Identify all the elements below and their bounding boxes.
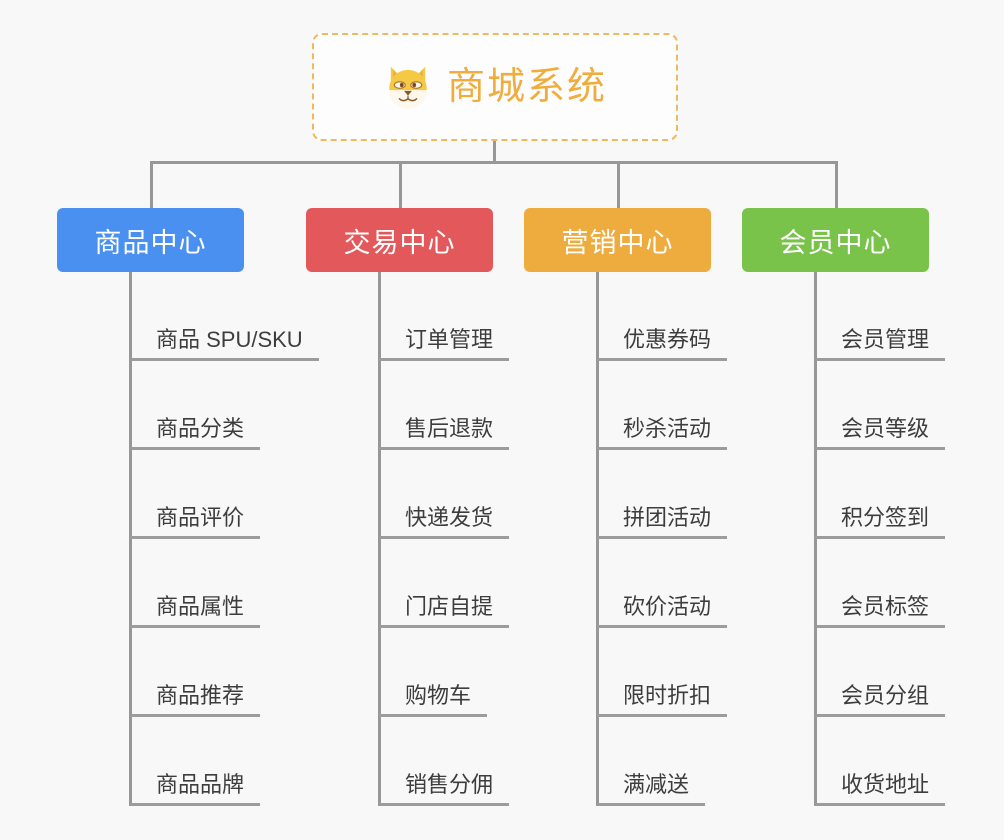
leaf-label: 满减送 (597, 772, 706, 806)
leaf-label: 商品评价 (130, 505, 261, 539)
leaf-label: 会员管理 (815, 327, 946, 361)
leaf-label: 售后退款 (379, 416, 510, 450)
root-node[interactable]: 商城系统 (312, 33, 678, 141)
branch-header-marketing-center[interactable]: 营销中心 (524, 208, 711, 272)
branch-header-member-center[interactable]: 会员中心 (742, 208, 929, 272)
list-item[interactable]: 购物车 (306, 628, 526, 717)
connector-root-vertical (493, 141, 496, 163)
leaf-label: 订单管理 (379, 327, 510, 361)
leaf-list-marketing-center: 优惠券码 秒杀活动 拼团活动 砍价活动 限时折扣 满减送 (524, 272, 744, 806)
leaf-label: 积分签到 (815, 505, 946, 539)
shiba-dog-face-icon (383, 62, 433, 112)
branch-header-label: 交易中心 (343, 227, 456, 258)
list-item[interactable]: 商品 SPU/SKU (57, 272, 319, 361)
list-item[interactable]: 商品属性 (57, 539, 307, 628)
leaf-label: 拼团活动 (597, 505, 728, 539)
list-item[interactable]: 限时折扣 (524, 628, 744, 717)
leaf-label: 秒杀活动 (597, 416, 728, 450)
leaf-label: 购物车 (379, 683, 488, 717)
branch-header-label: 商品中心 (94, 227, 207, 258)
leaf-label: 限时折扣 (597, 683, 728, 717)
leaf-label: 会员分组 (815, 683, 946, 717)
branch-marketing-center: 营销中心 优惠券码 秒杀活动 拼团活动 砍价活动 限时折扣 满减送 (524, 208, 744, 806)
list-item[interactable]: 会员管理 (742, 272, 962, 361)
leaf-label: 商品推荐 (130, 683, 261, 717)
leaf-label: 商品 SPU/SKU (130, 327, 319, 361)
list-item[interactable]: 商品推荐 (57, 628, 307, 717)
connector-drop-2 (399, 161, 402, 209)
list-item[interactable]: 拼团活动 (524, 450, 744, 539)
list-item[interactable]: 秒杀活动 (524, 361, 744, 450)
leaf-label: 砍价活动 (597, 594, 728, 628)
connector-drop-4 (835, 161, 838, 209)
leaf-label: 会员标签 (815, 594, 946, 628)
leaf-list-product-center: 商品 SPU/SKU 商品分类 商品评价 商品属性 商品推荐 商品品牌 (57, 272, 319, 806)
list-item[interactable]: 会员等级 (742, 361, 962, 450)
leaf-label: 销售分佣 (379, 772, 510, 806)
leaf-label: 快递发货 (379, 505, 510, 539)
branch-stem (129, 272, 132, 806)
list-item[interactable]: 商品评价 (57, 450, 307, 539)
branch-header-product-center[interactable]: 商品中心 (57, 208, 244, 272)
branch-product-center: 商品中心 商品 SPU/SKU 商品分类 商品评价 商品属性 商品推荐 商品品牌 (57, 208, 319, 806)
branch-header-label: 会员中心 (779, 227, 892, 258)
branch-stem (596, 272, 599, 806)
list-item[interactable]: 订单管理 (306, 272, 526, 361)
leaf-label: 商品品牌 (130, 772, 261, 806)
leaf-label: 收货地址 (815, 772, 946, 806)
branch-trade-center: 交易中心 订单管理 售后退款 快递发货 门店自提 购物车 销售分佣 (306, 208, 526, 806)
branch-stem (814, 272, 817, 806)
leaf-label: 会员等级 (815, 416, 946, 450)
list-item[interactable]: 会员分组 (742, 628, 962, 717)
root-title: 商城系统 (446, 66, 607, 108)
leaf-list-trade-center: 订单管理 售后退款 快递发货 门店自提 购物车 销售分佣 (306, 272, 526, 806)
leaf-label: 门店自提 (379, 594, 510, 628)
list-item[interactable]: 满减送 (524, 717, 744, 806)
leaf-label: 商品分类 (130, 416, 261, 450)
branch-header-trade-center[interactable]: 交易中心 (306, 208, 493, 272)
list-item[interactable]: 优惠券码 (524, 272, 744, 361)
leaf-label: 优惠券码 (597, 327, 728, 361)
connector-drop-3 (617, 161, 620, 209)
connector-horizontal-bus (150, 161, 838, 164)
list-item[interactable]: 销售分佣 (306, 717, 526, 806)
connector-drop-1 (150, 161, 153, 209)
list-item[interactable]: 快递发货 (306, 450, 526, 539)
list-item[interactable]: 门店自提 (306, 539, 526, 628)
list-item[interactable]: 会员标签 (742, 539, 962, 628)
leaf-label: 商品属性 (130, 594, 261, 628)
list-item[interactable]: 售后退款 (306, 361, 526, 450)
list-item[interactable]: 商品品牌 (57, 717, 307, 806)
leaf-list-member-center: 会员管理 会员等级 积分签到 会员标签 会员分组 收货地址 (742, 272, 962, 806)
list-item[interactable]: 积分签到 (742, 450, 962, 539)
list-item[interactable]: 砍价活动 (524, 539, 744, 628)
list-item[interactable]: 商品分类 (57, 361, 307, 450)
branch-member-center: 会员中心 会员管理 会员等级 积分签到 会员标签 会员分组 收货地址 (742, 208, 962, 806)
list-item[interactable]: 收货地址 (742, 717, 962, 806)
branch-stem (378, 272, 381, 806)
branch-header-label: 营销中心 (561, 227, 674, 258)
